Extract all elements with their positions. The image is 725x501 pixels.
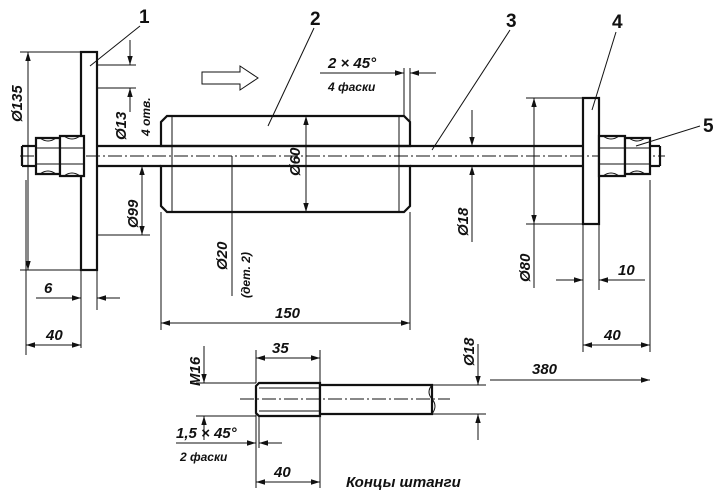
right-nut	[597, 134, 662, 178]
dim-holes: 4 отв.	[139, 97, 153, 137]
dim-d18-end: Ø18	[461, 337, 478, 366]
dim-t10: 10	[618, 262, 635, 279]
dim-d20: Ø20	[214, 241, 231, 270]
dim-chamfer-end: 1,5 × 45°	[176, 425, 238, 442]
rod-end-detail: M16 35 Ø18 380 1,5 × 45° 2 фаски 40 Конц…	[176, 337, 650, 491]
dim-t6: 6	[44, 280, 53, 297]
dim-len150: 150	[275, 305, 301, 322]
dim-det2: (дет. 2)	[239, 252, 253, 298]
dim-d13: Ø13	[113, 111, 130, 140]
dim-w40-right: 40	[603, 327, 621, 344]
callout-5: 5	[703, 116, 714, 137]
dim-chamfer-main-count: 4 фаски	[327, 80, 376, 94]
dim-w40-left: 40	[45, 327, 63, 344]
direction-arrow-icon	[201, 65, 259, 91]
roller	[159, 114, 412, 214]
dim-d18-shaft: Ø18	[455, 207, 472, 236]
dim-m16: M16	[187, 356, 204, 386]
dim-d80: Ø80	[517, 253, 534, 282]
right-dimensions: Ø80 10 40 4 5	[517, 12, 714, 352]
dim-len380: 380	[532, 361, 558, 378]
left-dimensions: Ø135 Ø13 4 отв. Ø99 6 40 1	[9, 7, 153, 355]
callout-4: 4	[612, 12, 623, 33]
dim-d60: Ø60	[287, 147, 304, 176]
left-nut	[20, 134, 86, 178]
shaft	[97, 144, 583, 168]
dim-d99: Ø99	[125, 199, 142, 228]
callout-2: 2	[310, 9, 321, 30]
dim-chamfer-end-count: 2 фаски	[179, 450, 228, 464]
callout-1: 1	[139, 7, 150, 28]
dim-len40-end: 40	[273, 464, 291, 481]
dim-d135: Ø135	[9, 85, 26, 122]
center-dimensions: Ø60 Ø20 (дет. 2) 150 2 × 45° 4 фаски 2 Ø…	[160, 9, 517, 330]
right-flange	[581, 96, 601, 226]
dim-len35: 35	[272, 340, 289, 357]
callout-3: 3	[506, 11, 517, 32]
detail-caption: Концы штанги	[346, 474, 461, 491]
dim-chamfer-main: 2 × 45°	[327, 55, 377, 72]
